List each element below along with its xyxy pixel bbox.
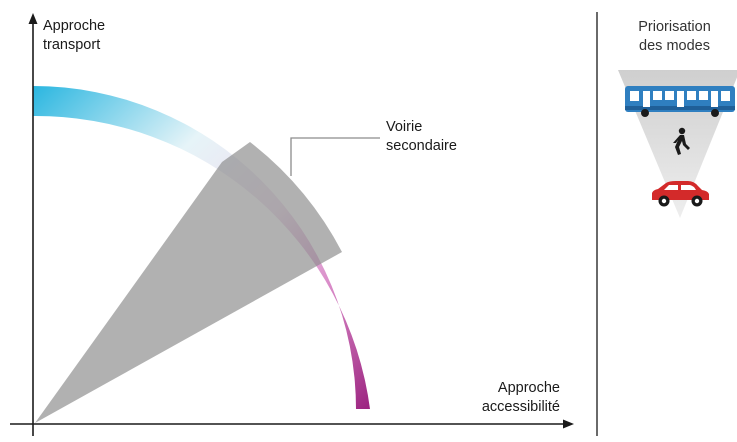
sector-label-line1: Voirie	[386, 119, 423, 135]
panel-title-line1: Priorisation	[638, 19, 711, 35]
sector-label: Voirie secondaire	[386, 118, 457, 156]
voirie-secondaire-sector	[35, 142, 342, 423]
sector-label-line2: secondaire	[386, 138, 457, 154]
sector-label-leader	[290, 137, 380, 176]
bus-icon	[625, 86, 735, 117]
y-axis-label-line2: transport	[43, 37, 101, 53]
panel-title: Priorisation des modes	[612, 18, 737, 56]
car-icon	[652, 181, 709, 207]
x-axis-arrow	[563, 419, 574, 429]
x-axis-label-line2: accessibilité	[481, 399, 560, 415]
y-axis-label-line1: Approche	[43, 18, 106, 34]
panel-title-line2: des modes	[639, 38, 710, 54]
y-axis-arrow	[28, 13, 38, 24]
x-axis-label-line1: Approche	[497, 380, 560, 396]
pedestrian-icon	[673, 127, 690, 155]
y-axis-label: Approche transport	[43, 17, 105, 55]
approach-arc-band	[33, 86, 370, 409]
x-axis-label: Approche accessibilité	[440, 379, 560, 417]
